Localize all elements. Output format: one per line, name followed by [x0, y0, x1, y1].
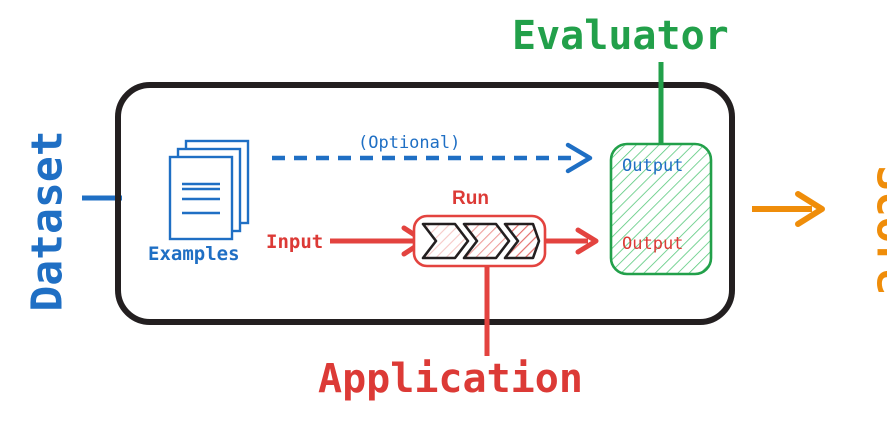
score-label: Score [866, 165, 887, 295]
input-label: Input [266, 231, 324, 253]
output-bottom-label: Output [622, 234, 684, 254]
optional-label: (Optional) [358, 133, 461, 153]
evaluator-label: Evaluator [512, 13, 729, 59]
input-arrow [330, 225, 427, 257]
run-output-arrow [545, 227, 599, 255]
chevron-2 [462, 222, 511, 260]
run-label: Run [452, 188, 489, 209]
output-top-label: Output [622, 156, 684, 176]
experiment-container-outline [115, 82, 735, 325]
chevron-1 [421, 222, 470, 260]
dataset-label: Dataset [22, 130, 73, 312]
run-box [412, 214, 547, 268]
evaluator-output-box [609, 142, 713, 276]
chevron-3 [503, 222, 541, 260]
application-label: Application [318, 356, 583, 402]
optional-dashed-arrow [272, 142, 593, 174]
score-arrow [752, 191, 825, 227]
examples-label: Examples [148, 243, 240, 265]
document-stack-icon [168, 139, 250, 241]
